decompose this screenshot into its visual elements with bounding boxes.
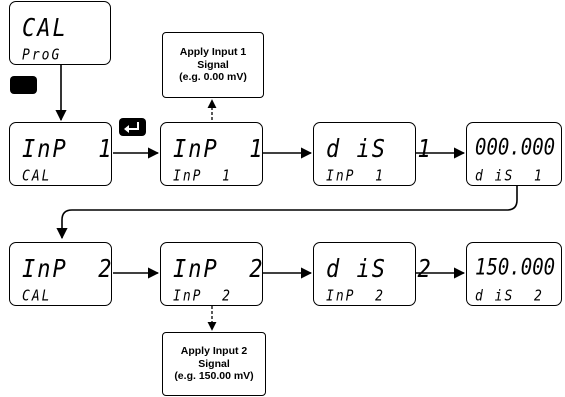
display-line-bottom: CAL: [22, 288, 52, 306]
display-line-top: d iS 2: [326, 255, 433, 284]
note-line: Signal: [198, 357, 230, 370]
display-line-bottom: InP 1: [173, 168, 232, 186]
display-value1: 000.000 d iS 1: [466, 122, 562, 186]
display-line-bottom: InP 1: [326, 168, 385, 186]
display-inp1-cal: InP 1 CAL: [9, 122, 112, 186]
arrow-value1-to-inp2: [56, 186, 518, 240]
display-line-top: d iS 1: [326, 135, 433, 164]
note-apply-input-1: Apply Input 1 Signal (e.g. 0.00 mV): [162, 32, 264, 98]
display-line-top: InP 1: [173, 135, 265, 164]
display-line-top: 000.000: [475, 135, 556, 161]
display-value2: 150.000 d iS 2: [466, 242, 562, 306]
display-line-top: InP 2: [173, 255, 265, 284]
note-line: Signal: [197, 58, 229, 71]
display-line-bottom: d iS 2: [475, 288, 544, 306]
display-line-bottom: d iS 1: [475, 168, 544, 186]
note-line: (e.g. 150.00 mV): [174, 370, 254, 383]
enter-arrow-icon: [124, 122, 139, 133]
enter-key-icon: [10, 76, 37, 94]
note-line: (e.g. 0.00 mV): [179, 71, 247, 84]
display-inp2-inp2: InP 2 InP 2: [160, 242, 263, 306]
display-line-top: InP 1: [22, 135, 114, 164]
display-dis1-inp1: d iS 1 InP 1: [313, 122, 431, 186]
display-line-top: 150.000: [475, 255, 556, 281]
display-line-top: InP 2: [22, 255, 114, 284]
note-line: Apply Input 2: [180, 345, 248, 358]
display-inp1-inp1: InP 1 InP 1: [160, 122, 263, 186]
display-line-bottom: CAL: [22, 168, 52, 186]
display-inp2-cal: InP 2 CAL: [9, 242, 112, 306]
note-apply-input-2: Apply Input 2 Signal (e.g. 150.00 mV): [162, 332, 266, 396]
display-cal-prog: CAL ProG: [9, 1, 111, 65]
display-line-bottom: ProG: [22, 47, 62, 65]
display-line-bottom: InP 2: [326, 288, 385, 306]
display-line-top: CAL: [22, 14, 68, 43]
note-line: Apply Input 1: [179, 46, 247, 59]
display-line-bottom: InP 2: [173, 288, 232, 306]
display-dis2-inp2: d iS 2 InP 2: [313, 242, 431, 306]
enter-key-icon: [119, 118, 146, 136]
